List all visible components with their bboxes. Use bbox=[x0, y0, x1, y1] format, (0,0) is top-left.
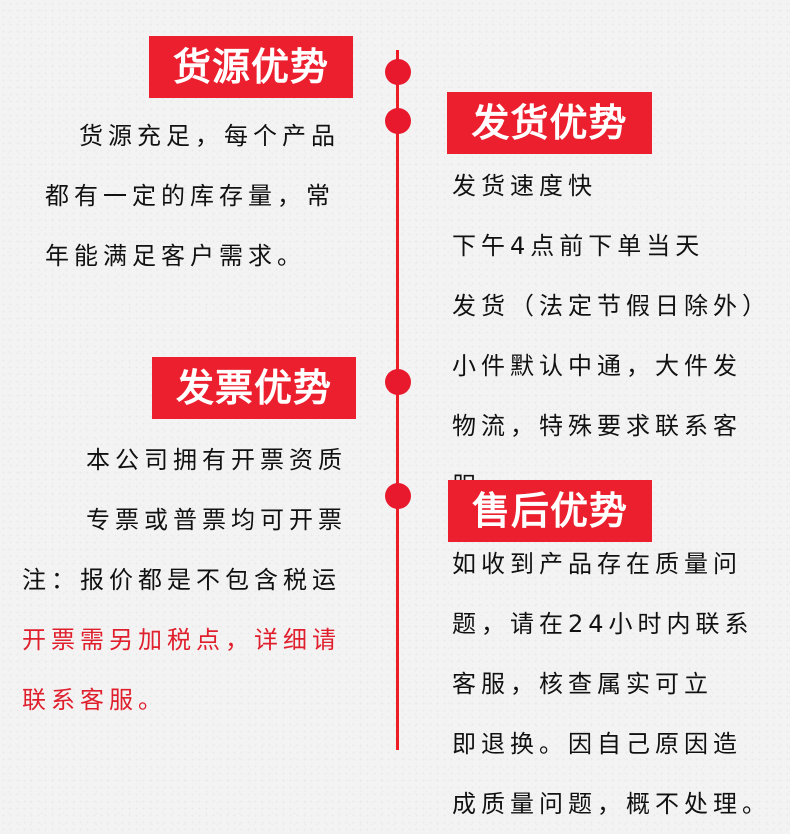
section-title-shipping: 发货优势 bbox=[447, 92, 652, 154]
body-line: 本公司拥有开票资质 bbox=[86, 446, 347, 474]
body-line: 下午4点前下单当天 bbox=[452, 232, 705, 260]
body-line: 货源充足，每个产品 bbox=[79, 122, 340, 150]
body-line: 发货速度快 bbox=[452, 172, 597, 200]
section-body-shipping: 发货速度快 下午4点前下单当天 发货（法定节假日除外） 小件默认中通，大件发 物… bbox=[452, 156, 771, 516]
timeline-dot-shipping bbox=[385, 108, 411, 134]
body-line: 注：报价都是不包含税运 bbox=[22, 566, 341, 594]
section-title-invoice: 发票优势 bbox=[152, 357, 356, 419]
body-line: 发货（法定节假日除外） bbox=[452, 292, 771, 320]
body-line: 都有一定的库存量，常 bbox=[45, 182, 335, 210]
body-line: 小件默认中通，大件发 bbox=[452, 352, 742, 380]
section-body-source: 货源充足，每个产品 都有一定的库存量，常 年能满足客户需求。 bbox=[45, 106, 340, 286]
body-line: 题，请在24小时内联系 bbox=[452, 610, 754, 638]
body-line: 物流，特殊要求联系客 bbox=[452, 412, 742, 440]
section-title-source: 货源优势 bbox=[149, 36, 353, 98]
timeline-line bbox=[396, 50, 399, 750]
body-line: 专票或普票均可开票 bbox=[86, 506, 347, 534]
body-line: 成质量问题，概不处理。 bbox=[452, 790, 771, 818]
section-title-aftersale: 售后优势 bbox=[448, 480, 652, 542]
body-line-red: 开票需另加税点，详细请 bbox=[22, 626, 341, 654]
timeline-dot-source bbox=[385, 59, 411, 85]
timeline-dot-aftersale bbox=[385, 483, 411, 509]
body-line-red: 联系客服。 bbox=[22, 686, 167, 714]
section-body-invoice: 本公司拥有开票资质 专票或普票均可开票 注：报价都是不包含税运 开票需另加税点，… bbox=[22, 430, 347, 730]
body-line: 即退换。因自己原因造 bbox=[452, 730, 742, 758]
body-line: 如收到产品存在质量问 bbox=[452, 550, 742, 578]
body-line: 年能满足客户需求。 bbox=[45, 242, 306, 270]
section-body-aftersale: 如收到产品存在质量问 题，请在24小时内联系 客服，核查属实可立 即退换。因自己… bbox=[452, 534, 771, 834]
timeline-dot-invoice bbox=[385, 369, 411, 395]
body-line: 客服，核查属实可立 bbox=[452, 670, 713, 698]
